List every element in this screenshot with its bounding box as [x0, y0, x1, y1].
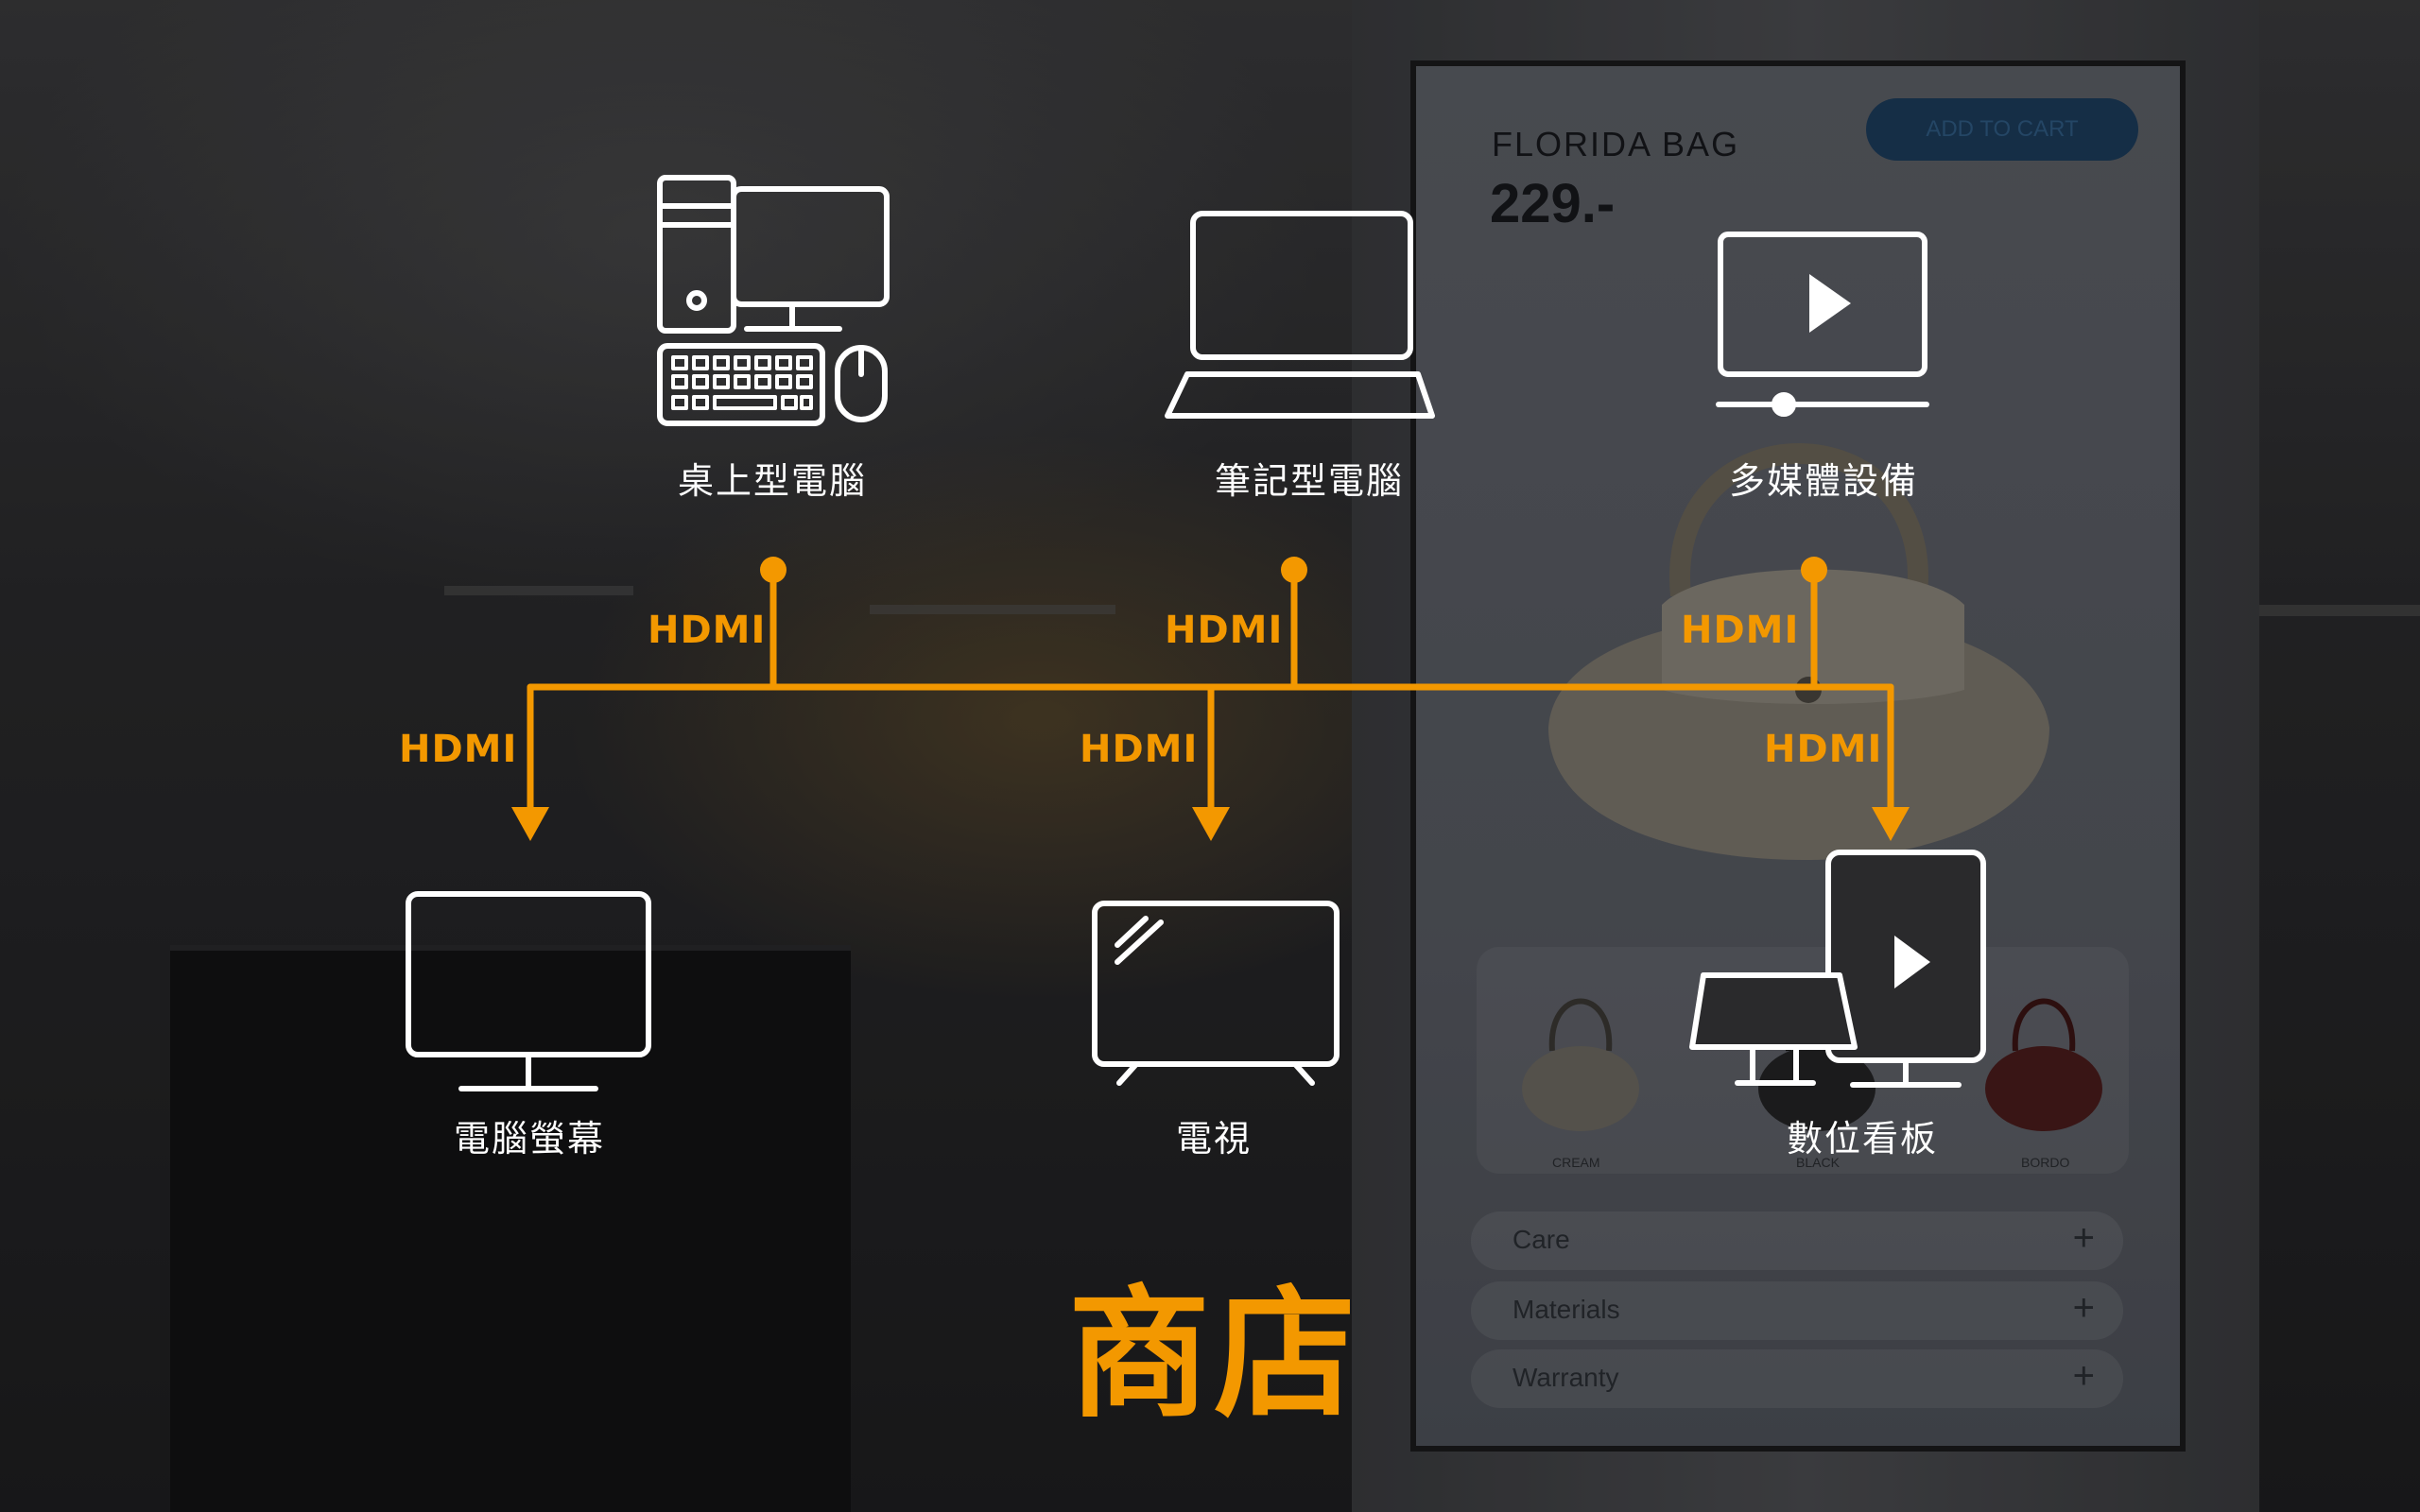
product-price: 229.-	[1490, 173, 1616, 234]
accordion-label: Materials	[1512, 1295, 1620, 1324]
store-shelf	[870, 605, 1115, 614]
variant-cream-image[interactable]	[1514, 966, 1647, 1136]
connection-lines	[527, 566, 1894, 816]
television-icon	[1092, 901, 1340, 1086]
accordion-materials[interactable]: Materials +	[1471, 1281, 2123, 1340]
accordion-care[interactable]: Care +	[1471, 1211, 2123, 1270]
hdmi-label: HDMI	[1681, 609, 1800, 652]
media-connector-dot	[1801, 557, 1827, 583]
store-counter	[170, 945, 851, 1512]
arrowhead-icon	[1872, 807, 1910, 841]
hdmi-label: HDMI	[648, 609, 767, 652]
variant-label: BORDO	[2021, 1155, 2070, 1170]
product-name: FLORIDA BAG	[1492, 125, 1740, 163]
accordion-label: Care	[1512, 1225, 1570, 1254]
laptop-icon	[1165, 211, 1435, 419]
digital-signage-label: 數位看板	[1786, 1118, 1938, 1160]
store-shelf	[2250, 605, 2420, 616]
digital-signage-icon	[1689, 850, 1986, 1088]
expand-plus-icon: +	[2072, 1287, 2095, 1329]
arrowhead-icon	[511, 807, 549, 841]
hdmi-label: HDMI	[1080, 728, 1199, 771]
variant-label: CREAM	[1552, 1155, 1600, 1170]
expand-plus-icon: +	[2072, 1217, 2095, 1259]
variant-bordo-image[interactable]	[1978, 966, 2110, 1136]
desktop-connector-dot	[760, 557, 786, 583]
hdmi-label: HDMI	[1764, 728, 1883, 771]
connection-endpoints	[511, 557, 1910, 841]
hdmi-label: HDMI	[1165, 609, 1284, 652]
computer-monitor-icon	[406, 891, 651, 1091]
store-shelf	[444, 586, 633, 595]
desktop-computer-icon	[657, 175, 890, 426]
expand-plus-icon: +	[2072, 1355, 2095, 1397]
kiosk-screen: FLORIDA BAG 229.- ADD TO CART CREAM BLA	[1410, 60, 2186, 1452]
media-player-icon	[1716, 232, 1929, 417]
arrowhead-icon	[1192, 807, 1230, 841]
laptop-connector-dot	[1281, 557, 1307, 583]
desktop-computer-label: 桌上型電腦	[677, 460, 867, 502]
hdmi-label: HDMI	[399, 728, 518, 771]
accordion-warranty[interactable]: Warranty +	[1471, 1349, 2123, 1408]
laptop-label: 筆記型電腦	[1214, 460, 1404, 502]
diagram-title: 商店	[1068, 1273, 1360, 1437]
accordion-label: Warranty	[1512, 1363, 1619, 1392]
variant-thumbnails: CREAM BLACK BORDO	[1477, 947, 2129, 1174]
television-label: 電視	[1175, 1118, 1252, 1160]
variant-label: BLACK	[1796, 1155, 1840, 1170]
computer-monitor-label: 電腦螢幕	[453, 1118, 605, 1160]
add-to-cart-button[interactable]: ADD TO CART	[1866, 98, 2138, 161]
media-player-label: 多媒體設備	[1728, 460, 1918, 502]
